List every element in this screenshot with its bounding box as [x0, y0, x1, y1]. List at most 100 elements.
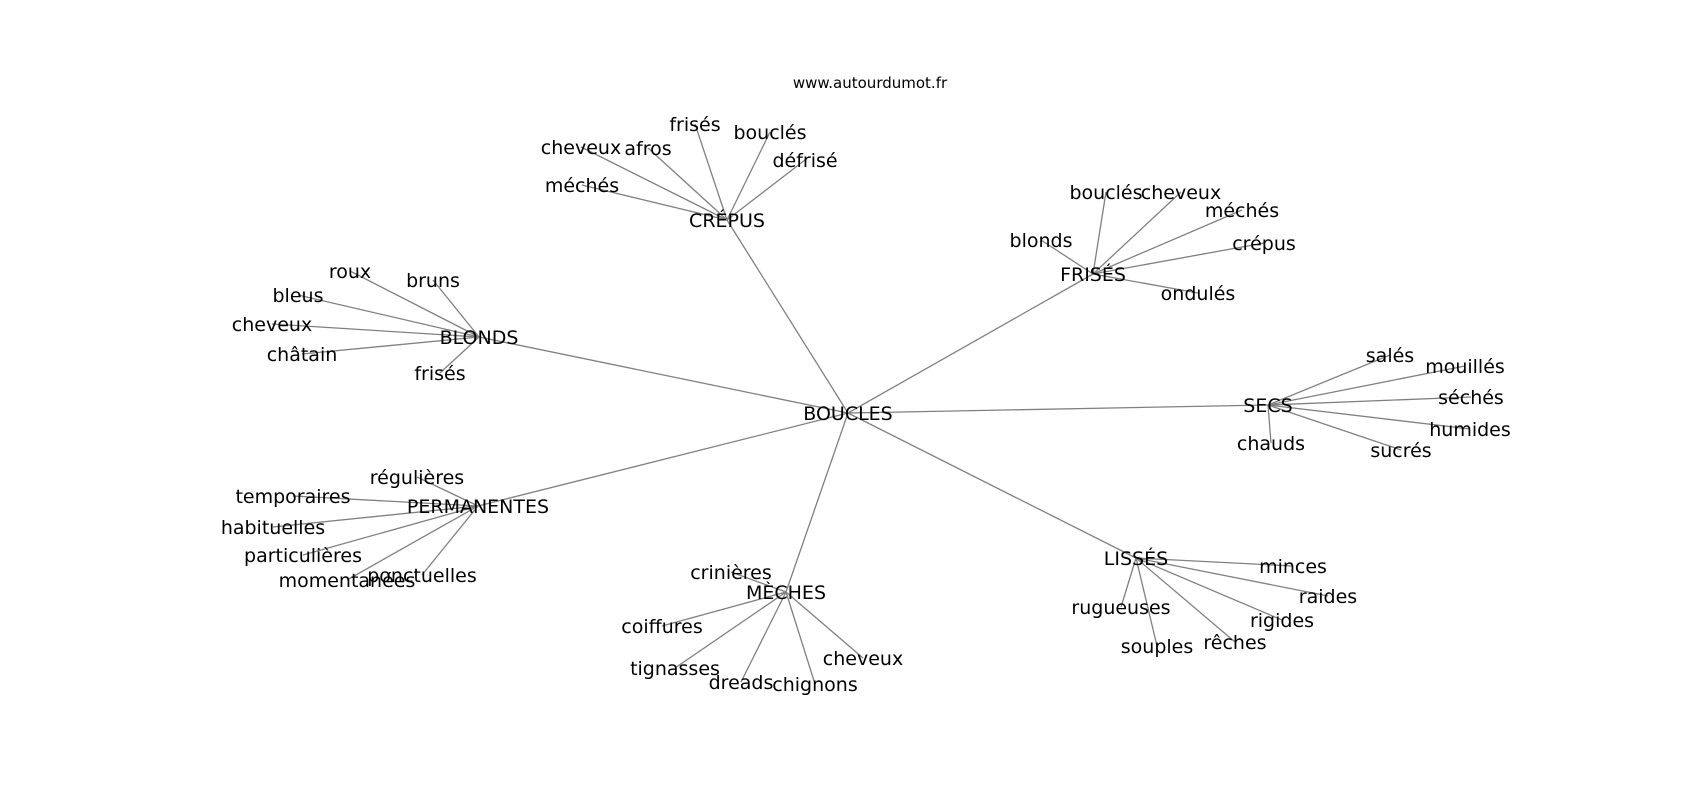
leaf-node-label: crinières — [690, 562, 772, 584]
leaf-node-label: crépus — [1232, 233, 1296, 255]
leaf-node-label: bleus — [273, 285, 324, 307]
edge-frises-leaf — [1092, 191, 1182, 275]
leaf-node-label: cheveux — [541, 137, 621, 159]
leaf-node-label: séchés — [1438, 387, 1504, 409]
edge-meches-leaf — [785, 591, 816, 685]
edge-permanentes-leaf — [302, 505, 479, 556]
edge-permanentes-leaf — [272, 505, 479, 528]
edge-blonds-leaf — [439, 336, 480, 374]
edge-blonds-leaf — [297, 294, 480, 338]
leaf-node-label: méchés — [1205, 200, 1279, 222]
leaf-node-label: ponctuelles — [367, 565, 477, 587]
edge-center-secs — [847, 404, 1269, 414]
edge-lisses-leaf — [1135, 557, 1283, 621]
edge-permanentes-leaf — [346, 505, 479, 581]
edge-lisses-leaf — [1135, 557, 1329, 597]
edge-frises-leaf — [1092, 273, 1199, 294]
leaf-node-label: salés — [1366, 345, 1414, 367]
leaf-node-label: châtain — [267, 344, 338, 366]
leaf-node-label: minces — [1259, 556, 1327, 578]
edge-frises-leaf — [1092, 191, 1107, 275]
edge-lisses-leaf — [1135, 557, 1236, 643]
edge-blonds-leaf — [349, 270, 480, 338]
leaf-node-label: roux — [329, 261, 371, 283]
edge-center-frises — [847, 273, 1094, 414]
leaf-node-label: souples — [1121, 636, 1194, 658]
hub-node-blonds: BLONDS — [440, 327, 519, 349]
hub-node-permanentes: PERMANENTES — [407, 496, 549, 518]
edge-permanentes-leaf — [292, 495, 479, 507]
leaf-node-label: cheveux — [823, 648, 903, 670]
leaf-node-label: dreads — [709, 672, 774, 694]
leaf-node-label: bouclés — [1069, 182, 1142, 204]
edge-frises-leaf — [1092, 242, 1265, 275]
hub-node-lisses: LISSÉS — [1104, 547, 1168, 570]
leaf-node-label: rêches — [1203, 632, 1266, 654]
edge-center-permanentes — [477, 412, 849, 507]
leaf-node-label: temporaires — [235, 486, 350, 508]
edge-center-blonds — [478, 336, 849, 414]
edge-meches-leaf — [661, 591, 787, 627]
edge-secs-leaf — [1267, 396, 1472, 406]
leaf-node-label: méchés — [545, 175, 619, 197]
leaf-node-label: mouillés — [1425, 356, 1505, 378]
leaf-node-label: momentanées — [279, 570, 416, 592]
leaf-node-label: régulières — [370, 467, 464, 489]
leaf-node-label: frisés — [669, 114, 720, 136]
hub-node-meches: MÈCHES — [746, 581, 826, 604]
leaf-node-label: coiffures — [621, 616, 702, 638]
edge-meches-leaf — [740, 591, 787, 683]
leaf-node-label: bruns — [406, 270, 460, 292]
leaf-node-label: chignons — [772, 674, 857, 696]
center-node-label: BOUCLES — [803, 403, 892, 425]
edges-layer — [271, 123, 1472, 685]
edge-crepus-leaf — [580, 146, 728, 221]
leaf-node-label: frisés — [414, 363, 465, 385]
edge-blonds-leaf — [301, 336, 480, 355]
edge-lisses-leaf — [1135, 557, 1294, 567]
edge-permanentes-leaf — [421, 505, 479, 576]
edge-crepus-leaf — [726, 159, 806, 221]
leaf-node-label: afros — [624, 138, 671, 160]
edge-permanentes-leaf — [416, 476, 479, 507]
edge-secs-leaf — [1267, 404, 1272, 444]
leaf-node-label: humides — [1429, 419, 1511, 441]
edge-blonds-leaf — [271, 323, 480, 338]
leaf-node-label: blonds — [1010, 230, 1073, 252]
leaf-node-label: cheveux — [232, 314, 312, 336]
edge-meches-leaf — [730, 571, 787, 593]
leaf-node-label: cheveux — [1141, 182, 1221, 204]
edge-frises-leaf — [1092, 209, 1243, 275]
edge-crepus-leaf — [647, 147, 728, 221]
edge-meches-leaf — [785, 591, 864, 659]
site-watermark: www.autourdumot.fr — [793, 74, 948, 92]
leaf-node-label: ondulés — [1161, 283, 1236, 305]
edge-center-crepus — [726, 219, 849, 414]
leaf-node-label: habituelles — [221, 517, 325, 539]
leaf-node-label: particulières — [244, 545, 362, 567]
hub-node-crepus: CRÉPUS — [689, 209, 765, 232]
leaf-node-label: défrisé — [772, 150, 837, 172]
edge-secs-leaf — [1267, 404, 1471, 430]
hub-node-secs: SECS — [1243, 395, 1292, 417]
edge-secs-leaf — [1267, 404, 1402, 451]
edge-lisses-leaf — [1135, 557, 1158, 647]
edge-frises-leaf — [1040, 239, 1094, 275]
leaf-node-label: tignasses — [630, 658, 720, 680]
edge-center-lisses — [847, 412, 1137, 559]
leaf-node-label: chauds — [1237, 433, 1305, 455]
leaf-node-label: bouclés — [733, 122, 806, 144]
leaf-node-label: rugueuses — [1071, 597, 1170, 619]
edge-center-meches — [785, 412, 849, 593]
edge-secs-leaf — [1267, 354, 1391, 406]
edge-crepus-leaf — [726, 131, 771, 221]
edge-meches-leaf — [674, 591, 787, 669]
leaf-node-label: raides — [1299, 586, 1357, 608]
leaf-node-label: rigides — [1250, 610, 1314, 632]
hub-node-frises: FRISÉS — [1060, 263, 1126, 286]
edge-secs-leaf — [1267, 365, 1466, 406]
edge-blonds-leaf — [432, 279, 480, 338]
leaf-node-label: sucrés — [1370, 440, 1431, 462]
